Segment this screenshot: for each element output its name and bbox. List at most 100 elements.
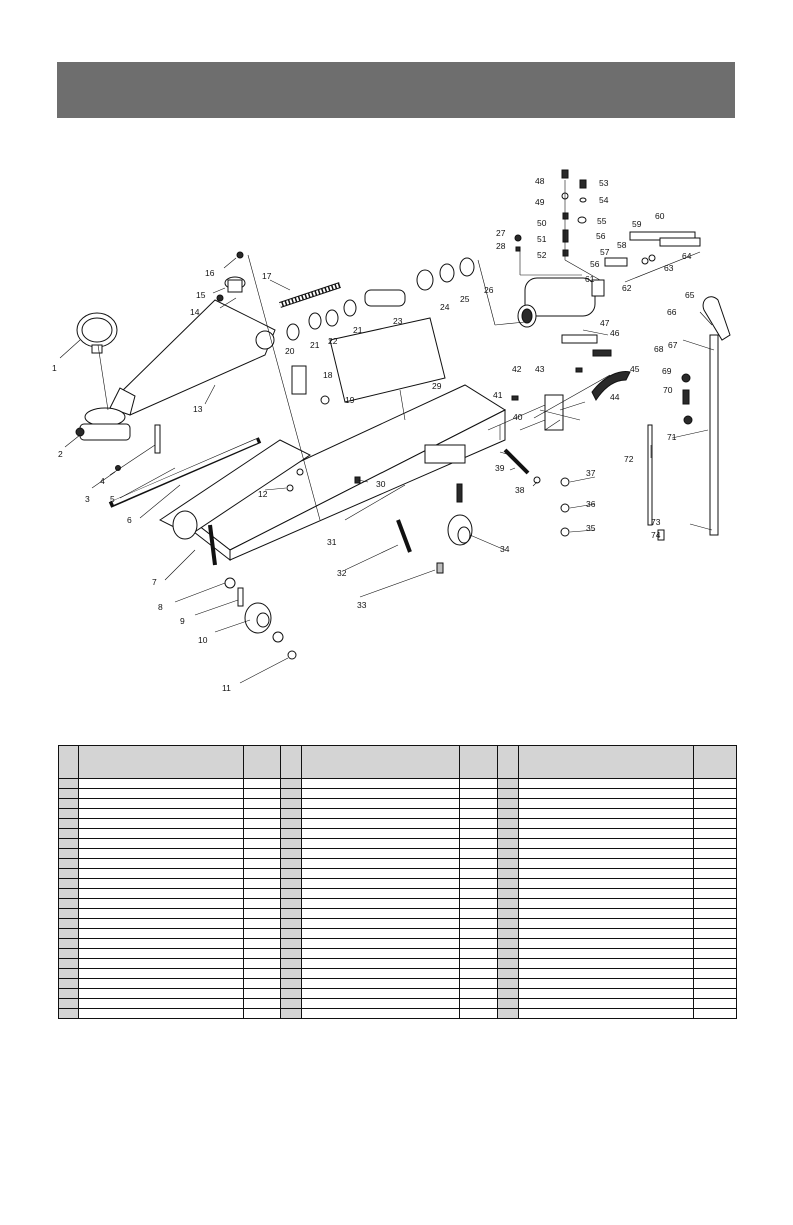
table-cell — [459, 848, 498, 859]
table-cell — [497, 868, 519, 879]
table-cell — [78, 828, 244, 839]
table-cell — [58, 838, 79, 849]
callout: 28 — [496, 241, 506, 251]
table-cell — [518, 958, 694, 969]
table-cell — [243, 978, 281, 989]
table-cell — [243, 808, 281, 819]
callout: 39 — [495, 463, 505, 473]
table-cell — [243, 938, 281, 949]
table-row — [58, 798, 737, 809]
table-row — [58, 958, 737, 969]
table-cell — [497, 858, 519, 869]
table-cell — [280, 848, 302, 859]
table-cell — [497, 978, 519, 989]
table-cell — [518, 918, 694, 929]
table-cell — [78, 898, 244, 909]
table-cell — [78, 888, 244, 899]
table-cell — [459, 998, 498, 1009]
callout: 44 — [610, 392, 620, 402]
table-cell — [497, 908, 519, 919]
table-cell — [497, 848, 519, 859]
table-cell — [518, 828, 694, 839]
table-cell — [58, 938, 79, 949]
table-cell — [280, 828, 302, 839]
table-cell — [497, 798, 519, 809]
header-banner — [57, 62, 735, 118]
table-cell — [518, 878, 694, 889]
table-cell — [459, 798, 498, 809]
callout: 37 — [586, 468, 596, 478]
table-cell — [78, 928, 244, 939]
table-row — [58, 938, 737, 949]
table-cell — [693, 858, 737, 869]
table-header-row — [58, 745, 737, 779]
table-row — [58, 888, 737, 899]
table-cell — [280, 808, 302, 819]
callout: 73 — [651, 517, 661, 527]
table-cell — [693, 818, 737, 829]
table-cell — [280, 988, 302, 999]
callout: 74 — [651, 530, 661, 540]
table-cell — [693, 978, 737, 989]
callout: 55 — [597, 216, 607, 226]
spring-rod — [224, 276, 341, 308]
table-cell — [693, 808, 737, 819]
callout: 67 — [668, 340, 678, 350]
table-cell — [280, 908, 302, 919]
table-cell — [693, 948, 737, 959]
table-cell — [459, 778, 498, 789]
table-row — [58, 838, 737, 849]
table-cell — [301, 898, 460, 909]
table-cell — [58, 968, 79, 979]
table-cell — [58, 868, 79, 879]
table-cell — [518, 938, 694, 949]
table-row — [58, 788, 737, 799]
table-cell — [301, 848, 460, 859]
callout: 1 — [52, 363, 57, 373]
table-cell — [78, 978, 244, 989]
table-cell — [518, 928, 694, 939]
table-row — [58, 818, 737, 829]
callout: 7 — [152, 577, 157, 587]
table-row — [58, 948, 737, 959]
main-frame — [159, 384, 507, 562]
table-cell — [459, 868, 498, 879]
table-cell — [243, 858, 281, 869]
callout: 48 — [535, 176, 545, 186]
table-cell — [459, 928, 498, 939]
table-row — [58, 928, 737, 939]
table-cell — [693, 928, 737, 939]
table-cell — [280, 928, 302, 939]
table-cell — [58, 958, 79, 969]
table-cell — [497, 958, 519, 969]
table-cell — [243, 878, 281, 889]
table-row — [58, 1008, 737, 1019]
callout: 54 — [599, 195, 609, 205]
table-cell — [58, 898, 79, 909]
table-cell — [459, 918, 498, 929]
table-cell — [280, 818, 302, 829]
table-cell — [497, 878, 519, 889]
table-cell — [301, 1008, 460, 1019]
table-cell — [518, 978, 694, 989]
table-cell — [301, 818, 460, 829]
table-cell — [301, 878, 460, 889]
table-row — [58, 908, 737, 919]
table-cell — [58, 798, 79, 809]
table-cell — [518, 808, 694, 819]
table-cell — [58, 858, 79, 869]
table-cell — [497, 788, 519, 799]
table-cell — [243, 998, 281, 1009]
table-cell — [58, 808, 79, 819]
callout: 58 — [617, 240, 627, 250]
table-cell — [78, 848, 244, 859]
table-cell — [58, 818, 79, 829]
table-cell — [693, 988, 737, 999]
table-cell — [459, 858, 498, 869]
callout: 42 — [512, 364, 522, 374]
valve-stack — [561, 169, 701, 267]
table-cell — [301, 888, 460, 899]
table-cell — [497, 918, 519, 929]
table-cell — [78, 958, 244, 969]
callout: 34 — [500, 544, 510, 554]
